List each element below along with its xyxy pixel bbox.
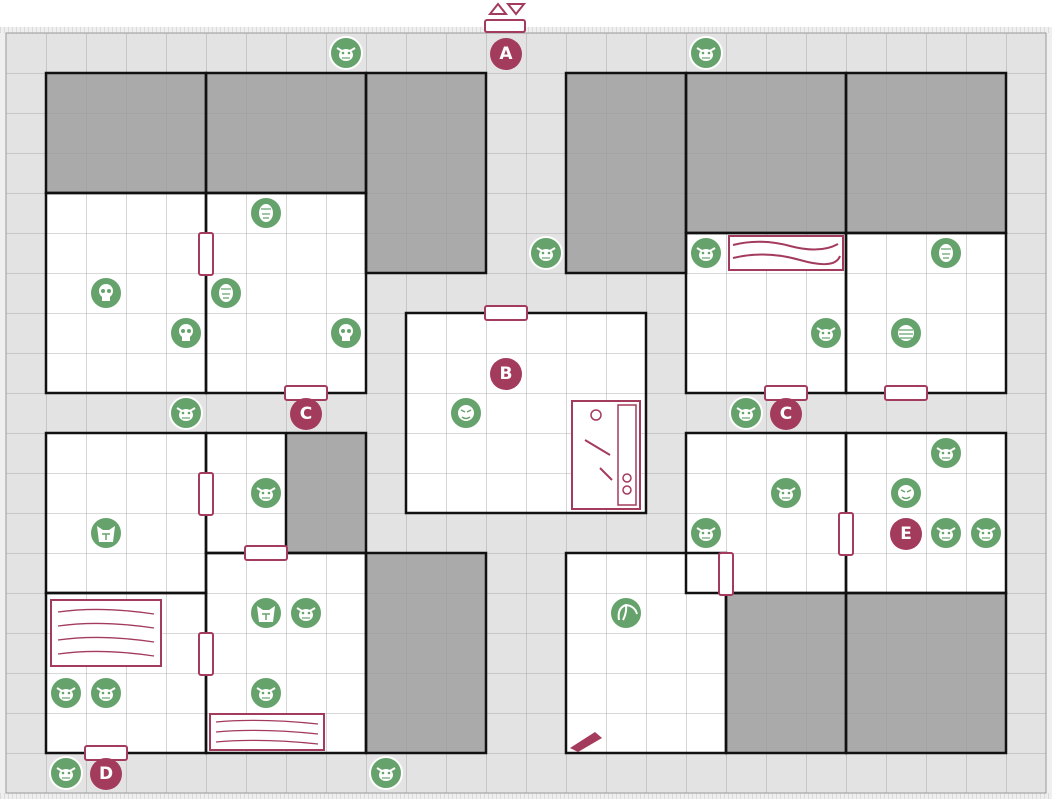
- goblin-token[interactable]: [529, 236, 563, 270]
- skeleton-token[interactable]: [89, 276, 123, 310]
- marker-b[interactable]: B: [490, 358, 522, 390]
- goblin-token[interactable]: [49, 676, 83, 710]
- door: [484, 305, 528, 321]
- door: [244, 545, 288, 561]
- chaos-warrior-token[interactable]: [89, 516, 123, 550]
- marker-d[interactable]: D: [90, 758, 122, 790]
- goblin-token[interactable]: [249, 476, 283, 510]
- skeleton-icon: [179, 324, 193, 341]
- goblin-token[interactable]: [729, 396, 763, 430]
- skeleton-icon: [99, 284, 113, 301]
- goblin-icon: [776, 487, 796, 501]
- gargoyle-token[interactable]: [609, 596, 643, 630]
- goblin-icon: [936, 447, 956, 461]
- goblin-icon: [256, 687, 276, 701]
- goblin-icon: [176, 407, 196, 421]
- orc-icon: [898, 485, 914, 501]
- door: [198, 472, 214, 516]
- door: [198, 632, 214, 676]
- goblin-token[interactable]: [929, 516, 963, 550]
- gargoyle-icon: [617, 603, 638, 621]
- goblin-token[interactable]: [249, 676, 283, 710]
- orc-icon: [458, 405, 474, 421]
- goblin-token[interactable]: [49, 756, 83, 790]
- goblin-token[interactable]: [769, 476, 803, 510]
- goblin-token[interactable]: [689, 36, 723, 70]
- goblin-token[interactable]: [289, 596, 323, 630]
- zombie-icon: [259, 204, 273, 222]
- goblin-token[interactable]: [809, 316, 843, 350]
- skeleton-token[interactable]: [329, 316, 363, 350]
- goblin-icon: [696, 47, 716, 61]
- zombie-token[interactable]: [929, 236, 963, 270]
- marker-a[interactable]: A: [490, 38, 522, 70]
- mummy-icon: [898, 325, 914, 341]
- chaos-warrior-icon: [97, 526, 115, 542]
- goblin-icon: [696, 247, 716, 261]
- goblin-icon: [936, 527, 956, 541]
- door: [198, 232, 214, 276]
- goblin-icon: [816, 327, 836, 341]
- goblin-token[interactable]: [89, 676, 123, 710]
- goblin-icon: [56, 687, 76, 701]
- skeleton-icon: [339, 324, 353, 341]
- chaos-warrior-token[interactable]: [249, 596, 283, 630]
- goblin-icon: [56, 767, 76, 781]
- door: [838, 512, 854, 556]
- marker-c[interactable]: C: [770, 398, 802, 430]
- goblin-token[interactable]: [929, 436, 963, 470]
- goblin-token[interactable]: [169, 396, 203, 430]
- goblin-icon: [296, 607, 316, 621]
- skeleton-token[interactable]: [169, 316, 203, 350]
- goblin-token[interactable]: [329, 36, 363, 70]
- fireplace-furniture: [570, 732, 602, 752]
- table-furniture: [50, 599, 162, 667]
- marker-e[interactable]: E: [890, 518, 922, 550]
- goblin-icon: [536, 247, 556, 261]
- stairway-arrows: [484, 2, 527, 33]
- alchemist-bench-furniture: [571, 400, 641, 510]
- goblin-token[interactable]: [689, 516, 723, 550]
- marker-c[interactable]: C: [290, 398, 322, 430]
- orc-token[interactable]: [889, 476, 923, 510]
- zombie-icon: [219, 284, 233, 302]
- goblin-icon: [256, 487, 276, 501]
- zombie-token[interactable]: [249, 196, 283, 230]
- orc-token[interactable]: [449, 396, 483, 430]
- goblin-icon: [736, 407, 756, 421]
- goblin-icon: [336, 47, 356, 61]
- weapons-rack-furniture: [728, 235, 844, 271]
- goblin-token[interactable]: [369, 756, 403, 790]
- zombie-token[interactable]: [209, 276, 243, 310]
- goblin-icon: [376, 767, 396, 781]
- goblin-token[interactable]: [969, 516, 1003, 550]
- goblin-icon: [696, 527, 716, 541]
- door: [884, 385, 928, 401]
- goblin-icon: [96, 687, 116, 701]
- mummy-token[interactable]: [889, 316, 923, 350]
- goblin-token[interactable]: [689, 236, 723, 270]
- goblin-icon: [976, 527, 996, 541]
- zombie-icon: [939, 244, 953, 262]
- door: [718, 552, 734, 596]
- chaos-warrior-icon: [257, 606, 275, 622]
- table-furniture: [209, 713, 325, 751]
